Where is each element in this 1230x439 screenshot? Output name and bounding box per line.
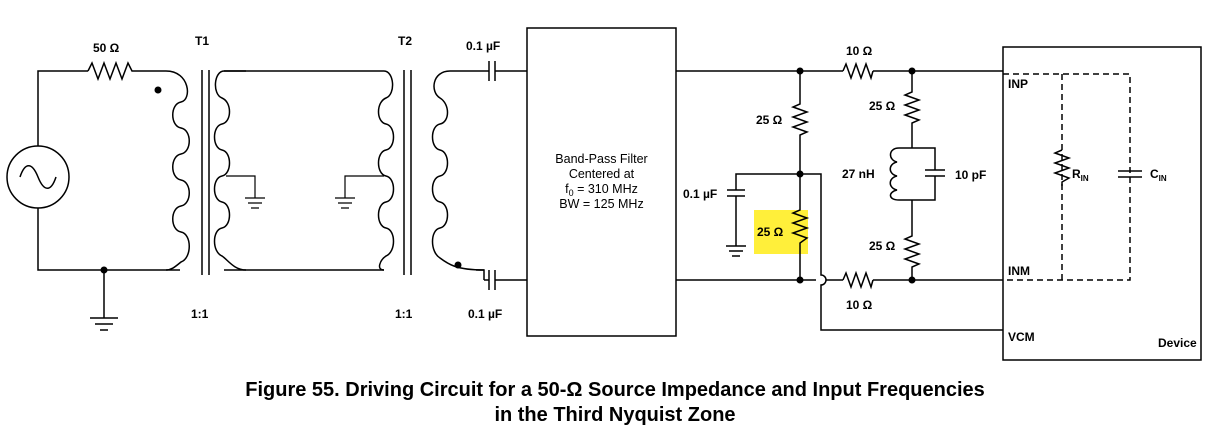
t1-center-tap-ground (226, 175, 265, 209)
t1-label: T1 (195, 34, 209, 48)
series-resistor-top-label: 10 Ω (846, 44, 873, 58)
inductor-label: 27 nH (842, 167, 875, 181)
filter-text-line2: Centered at (569, 167, 635, 181)
left-shunt-resistor-top-label: 25 Ω (756, 113, 783, 127)
top-capacitor-label: 0.1 µF (466, 39, 500, 53)
wire (476, 269, 485, 280)
t1-primary-coil (165, 70, 190, 271)
t1-core (201, 70, 210, 275)
tank-capacitor-label: 10 pF (955, 168, 986, 182)
device-box (1002, 46, 1202, 361)
right-shunt-resistor-top (902, 71, 922, 148)
link-wires (224, 70, 384, 271)
right-shunt-resistor-bottom (902, 200, 922, 280)
t1-ratio: 1:1 (191, 307, 209, 321)
filter-f-subscript: 0 (569, 188, 574, 198)
phase-dot (454, 261, 462, 269)
rin-main: R (1072, 167, 1081, 181)
ac-source (6, 145, 70, 209)
tank-capacitor-10pf (912, 147, 945, 201)
filter-text-line1: Band-Pass Filter (555, 152, 647, 166)
cin-sub: IN (1159, 174, 1167, 183)
figure-caption: Figure 55. Driving Circuit for a 50-Ω So… (0, 378, 1230, 428)
source-wires (37, 70, 180, 271)
left-shunt-resistor-mid (790, 174, 810, 280)
series-resistor-bottom (842, 270, 874, 290)
left-shunt-resistor-top (790, 71, 810, 174)
vcm-wire (800, 173, 1003, 331)
left-shunt-resistor-mid-label: 25 Ω (757, 225, 784, 239)
filter-text-line3: f0 = 310 MHz (565, 182, 638, 198)
cin-label: CIN (1150, 167, 1167, 183)
caption-line-2: in the Third Nyquist Zone (494, 404, 736, 426)
device-label: Device (1158, 336, 1197, 350)
bottom-capacitor-label: 0.1 µF (468, 307, 502, 321)
t2-ratio: 1:1 (395, 307, 413, 321)
series-resistor-bottom-label: 10 Ω (846, 298, 873, 312)
shunt-capacitor-mid (726, 173, 800, 257)
highlight-mark (754, 210, 808, 254)
t2-secondary-coil (431, 70, 485, 271)
inp-pin-label: INP (1008, 77, 1028, 91)
cin-main: C (1150, 167, 1159, 181)
t2-label: T2 (398, 34, 412, 48)
shunt-capacitor-mid-label: 0.1 µF (683, 187, 717, 201)
caption-line-1: Figure 55. Driving Circuit for a 50-Ω So… (245, 379, 985, 401)
phase-dot (154, 86, 162, 94)
inductor-27nh (889, 147, 912, 201)
ground-symbol (90, 270, 118, 331)
inm-pin-label: INM (1008, 264, 1030, 278)
right-shunt-resistor-top-label: 25 Ω (869, 99, 896, 113)
right-shunt-resistor-bottom-label: 25 Ω (869, 239, 896, 253)
band-pass-filter-box (526, 27, 677, 337)
series-resistor-top (842, 61, 874, 81)
rin-sub: IN (1081, 174, 1089, 183)
t2-center-tap-ground (335, 175, 384, 209)
internal-resistor-rin (1052, 149, 1072, 186)
source-resistor-label: 50 Ω (93, 41, 120, 55)
t2-core (403, 70, 412, 275)
filter-f-value: = 310 MHz (574, 182, 638, 196)
bottom-coupling-capacitor (484, 270, 527, 290)
t1-secondary-coil (213, 70, 247, 271)
filter-text-line4: BW = 125 MHz (559, 197, 643, 211)
source-resistor (87, 60, 166, 82)
internal-capacitor-cin (1118, 170, 1142, 178)
rin-label: RIN (1072, 167, 1089, 183)
vcm-pin-label: VCM (1008, 330, 1035, 344)
t2-primary-coil (377, 70, 395, 271)
filter-f-symbol: f (565, 182, 569, 196)
top-coupling-capacitor (484, 61, 527, 81)
circuit-schematic: 50 Ω T1 1:1 T2 1:1 0.1 µF 0.1 µF Band-Pa… (6, 27, 1202, 361)
